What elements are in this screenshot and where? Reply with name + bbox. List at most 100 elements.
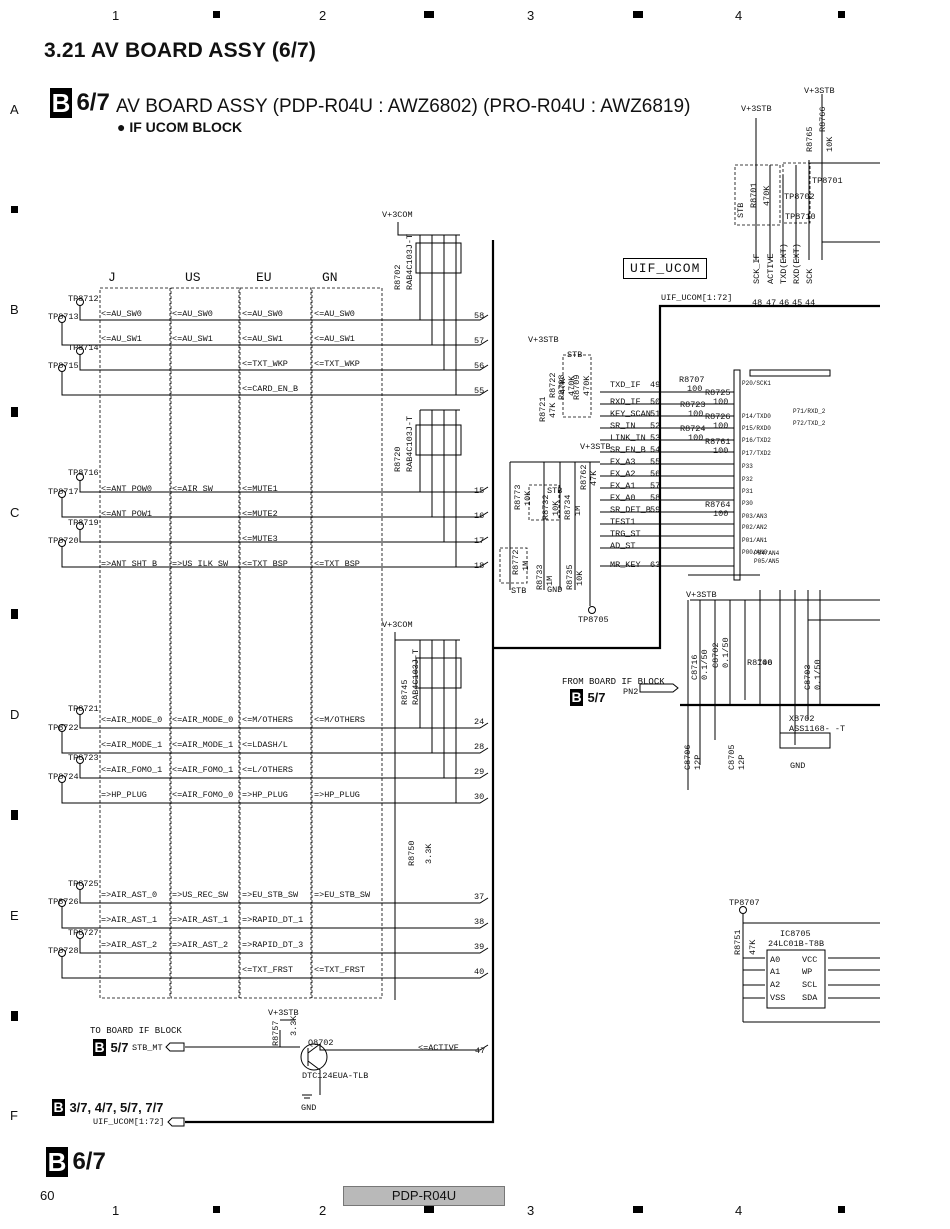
from-board-sheet: 5/7 bbox=[587, 690, 606, 705]
ucom-port-label: P32 bbox=[742, 476, 753, 483]
ucom-pin-number: 55 bbox=[650, 457, 661, 467]
signal-cell: <=CARD_EN_B bbox=[242, 384, 299, 394]
eeprom-left-pin: VSS bbox=[770, 993, 786, 1003]
signal-cell: <=TXT_BSP bbox=[314, 559, 360, 569]
signal-cell: <=MUTE1 bbox=[242, 484, 278, 494]
grid-mark bbox=[633, 1206, 643, 1213]
ucom-pin-name: TRG_ST bbox=[610, 529, 641, 539]
bus-ref: B 3/7, 4/7, 5/7, 7/7 bbox=[52, 1099, 163, 1117]
ucom-pin-name: MR_KEY bbox=[610, 560, 641, 570]
pin-number: 17 bbox=[474, 536, 485, 546]
tp8705-circle bbox=[588, 606, 596, 614]
eeprom-right-pin: WP bbox=[802, 967, 813, 977]
ucom-pin-name: EX_A3 bbox=[610, 457, 636, 467]
ucom-left-resistor-ref: R8772 bbox=[511, 549, 521, 575]
r8750-ref: R8750 bbox=[407, 840, 417, 866]
board-title: AV BOARD ASSY (PDP-R04U : AWZ6802) (PRO-… bbox=[116, 96, 691, 117]
tp-label: TP8721 bbox=[68, 704, 99, 714]
r8751-ref: R8751 bbox=[733, 929, 743, 955]
bus-connector bbox=[167, 1117, 185, 1127]
block-title: ● IF UCOM BLOCK bbox=[117, 119, 243, 135]
ra3-part: RAB4C103J-T bbox=[411, 648, 421, 705]
pin-number: 56 bbox=[474, 361, 485, 371]
ucom-top-pin-number: 48 bbox=[752, 298, 763, 308]
q8702-body bbox=[300, 1043, 328, 1071]
signal-cell: <=AIR_FOMO_1 bbox=[101, 765, 163, 775]
tp-label: TP8725 bbox=[68, 879, 99, 889]
q8702-ref: Q8702 bbox=[308, 1038, 334, 1048]
signal-cell: <=AU_SW0 bbox=[172, 309, 213, 319]
signal-cell: =>ANT_SHT_B bbox=[101, 559, 158, 569]
signal-cell: <=TXT_FRST bbox=[314, 965, 366, 975]
grid-row-b: B bbox=[10, 302, 19, 317]
ucom-port-label: P31 bbox=[742, 488, 753, 495]
pin-number: 55 bbox=[474, 386, 485, 396]
signal-cell: <=TXT_BSP bbox=[242, 559, 288, 569]
ra3-body bbox=[415, 657, 462, 689]
ucom-pin-number: 54 bbox=[650, 445, 661, 455]
grid-col-2-bottom: 2 bbox=[319, 1203, 327, 1218]
r8750-value: 3.3K bbox=[424, 843, 434, 864]
grid-row-c: C bbox=[10, 505, 20, 520]
ra3-ref: R8745 bbox=[400, 679, 410, 705]
osc-part-value: 100 bbox=[757, 658, 773, 668]
signal-cell: <=M/OTHERS bbox=[314, 715, 366, 725]
ucom-pin-name: KEY_SCAN bbox=[610, 409, 651, 419]
column-header-j: J bbox=[108, 270, 116, 285]
ucom-supply-3: V+3STB bbox=[528, 335, 559, 345]
signal-cell: <=AU_SW0 bbox=[101, 309, 142, 319]
ucom-box-top bbox=[493, 304, 880, 650]
signal-cell: <=AIR_MODE_1 bbox=[101, 740, 163, 750]
ucom-left-resistor-ref: R8733 bbox=[535, 564, 545, 590]
grid-row-e: E bbox=[10, 908, 19, 923]
signal-cell: =>RAPID_DT_3 bbox=[242, 940, 304, 950]
ucom-pin-number: 58 bbox=[650, 493, 661, 503]
pin-number: 18 bbox=[474, 561, 485, 571]
eeprom-right-pin: SDA bbox=[802, 993, 818, 1003]
signal-cell: <=MUTE2 bbox=[242, 509, 278, 519]
grid-col-4: 4 bbox=[735, 8, 743, 23]
ucom-pin-number: 56 bbox=[650, 469, 661, 479]
ra3-supply-label: V+3COM bbox=[382, 620, 413, 630]
ucom-pin-name: RXD_IF bbox=[610, 397, 641, 407]
signal-cell: <=AIR_FOMO_1 bbox=[172, 765, 234, 775]
bus-ref-signal: UIF_UCOM[1:72] bbox=[93, 1117, 165, 1127]
tp-label: TP8713 bbox=[48, 312, 79, 322]
tp8701: TP8701 bbox=[812, 176, 843, 186]
ucom-resistor-ref: R8764 bbox=[705, 500, 731, 510]
ucom-port-label: P02/AN2 bbox=[742, 524, 768, 531]
signal-cell: <=ANT_POW1 bbox=[101, 509, 153, 519]
signal-cell: =>AIR_AST_2 bbox=[101, 940, 158, 950]
ic8705-body bbox=[766, 949, 826, 1009]
ucom-pin-name: TEST1 bbox=[610, 517, 636, 527]
stb-left: STB bbox=[547, 486, 563, 496]
signal-cell: <=TXT_WKP bbox=[242, 359, 288, 369]
board-badge: B bbox=[50, 88, 72, 118]
osc-part-value: 0.1/50 bbox=[813, 659, 823, 690]
tp-label: TP8715 bbox=[48, 361, 79, 371]
osc-part-value: 0.1/50 bbox=[721, 637, 731, 668]
signal-cell: <=AU_SW1 bbox=[242, 334, 283, 344]
ucom-resistor-ref: R8725 bbox=[705, 388, 731, 398]
page-number: 60 bbox=[40, 1188, 55, 1203]
active-label: <=ACTIVE bbox=[418, 1043, 459, 1053]
pin-number: 24 bbox=[474, 717, 485, 727]
bus-ref-badge: B bbox=[52, 1099, 65, 1116]
r8701-ref: R8701 bbox=[749, 182, 759, 208]
ra2-body bbox=[415, 424, 462, 456]
eeprom-right-pin: SCL bbox=[802, 980, 818, 990]
grid-mark bbox=[213, 1206, 220, 1213]
ucom-port-label: P00/AN0 bbox=[742, 549, 768, 556]
grid-mark bbox=[11, 609, 18, 619]
grid-col-1: 1 bbox=[112, 8, 120, 23]
ucom-pin-name: LINK_IN bbox=[610, 433, 646, 443]
signal-cell: =>EU_STB_SW bbox=[242, 890, 299, 900]
ucom-pin-name: SR_EN_B bbox=[610, 445, 646, 455]
ucom-top-pin-number: 45 bbox=[792, 298, 803, 308]
tp8702: TP8702 bbox=[784, 192, 815, 202]
osc-part-ref: C8706 bbox=[683, 744, 693, 770]
grid-mark bbox=[633, 11, 643, 18]
stb-top: STB bbox=[736, 202, 746, 218]
ucom-left-resistor-ref: R8773 bbox=[513, 484, 523, 510]
signal-cell: =>AIR_AST_2 bbox=[172, 940, 229, 950]
